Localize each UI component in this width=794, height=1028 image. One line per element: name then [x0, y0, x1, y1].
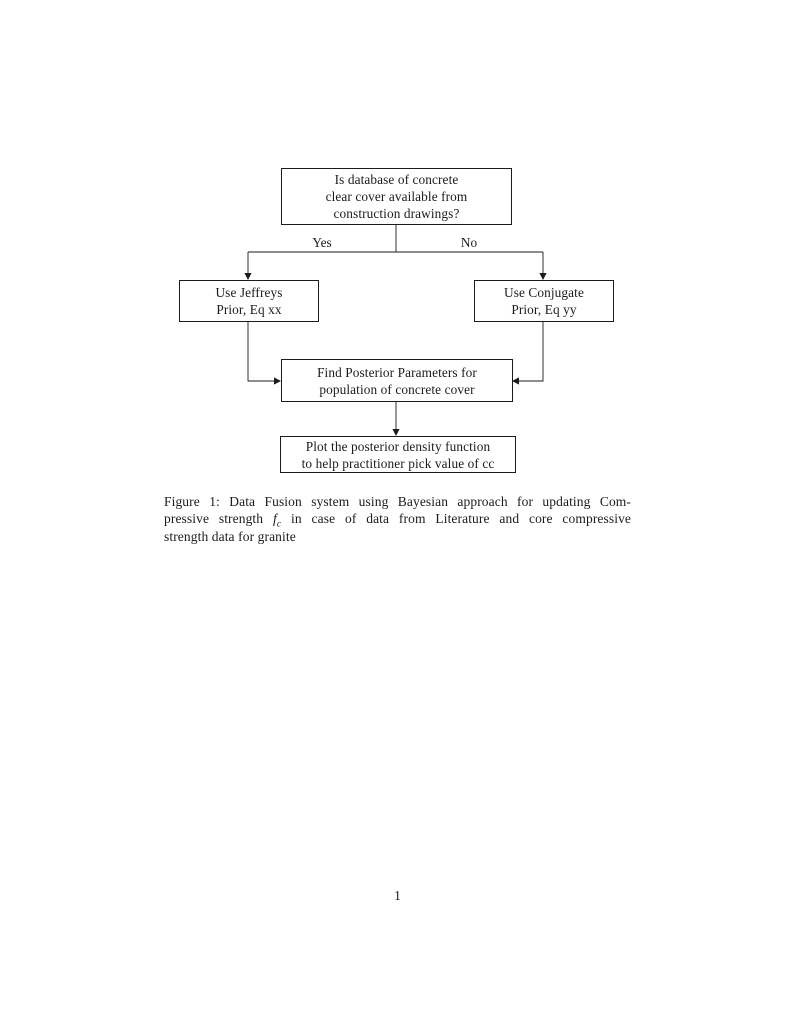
caption-text: strength data for granite — [164, 528, 296, 544]
node-text-line: population of concrete cover — [319, 381, 475, 397]
caption-line-3: strength data for granite — [164, 528, 631, 545]
fc-math-symbol: fc — [272, 511, 281, 529]
conjugate-to-posterior-line — [518, 322, 544, 382]
page-number: 1 — [394, 888, 401, 903]
figure-caption: Figure 1: Data Fusion system using Bayes… — [164, 493, 631, 545]
caption-text: in case of data from Literature and core… — [281, 511, 632, 527]
node-text-line: clear cover available from — [325, 189, 468, 204]
node-text-line: Prior, Eq yy — [511, 302, 577, 317]
node-text-line: Is database of concrete — [334, 172, 459, 187]
node-text-line: construction drawings? — [333, 206, 460, 221]
caption-text: Figure 1: Data Fusion system using Bayes… — [164, 494, 631, 509]
flowchart-node-jeffreys-prior: Use Jeffreys Prior, Eq xx — [179, 280, 319, 322]
caption-line-1: Figure 1: Data Fusion system using Bayes… — [164, 493, 631, 510]
flowchart-node-plot-density: Plot the posterior density function to h… — [280, 436, 516, 473]
flowchart-node-decision: Is database of concrete clear cover avai… — [281, 168, 512, 225]
node-text-line: Use Conjugate — [504, 285, 584, 300]
fc-letter: f — [272, 511, 277, 527]
plot-arrowhead-icon — [392, 429, 400, 436]
caption-text: pressive strength — [164, 511, 273, 527]
flowchart-node-posterior-parameters: Find Posterior Parameters for population… — [281, 359, 513, 402]
yes-arrowhead-icon — [244, 273, 252, 280]
node-text-line: Use Jeffreys — [215, 285, 283, 300]
node-text-line: to help practitioner pick value of cc — [301, 455, 495, 471]
branch-label-no: No — [460, 235, 478, 250]
node-text-line: Plot the posterior density function — [305, 438, 491, 454]
node-text-line: Find Posterior Parameters for — [317, 364, 477, 380]
fc-subscript: c — [276, 519, 282, 531]
jeffreys-to-posterior-line — [247, 322, 275, 382]
no-arrowhead-icon — [539, 273, 547, 280]
jeffreys-arrowhead-icon — [274, 377, 281, 385]
node-text-line: Prior, Eq xx — [216, 302, 282, 317]
conjugate-arrowhead-icon — [512, 377, 519, 385]
branch-label-yes: Yes — [312, 235, 332, 250]
caption-line-2: pressive strength fc in case of data fro… — [164, 510, 632, 529]
flowchart-node-conjugate-prior: Use Conjugate Prior, Eq yy — [474, 280, 614, 322]
